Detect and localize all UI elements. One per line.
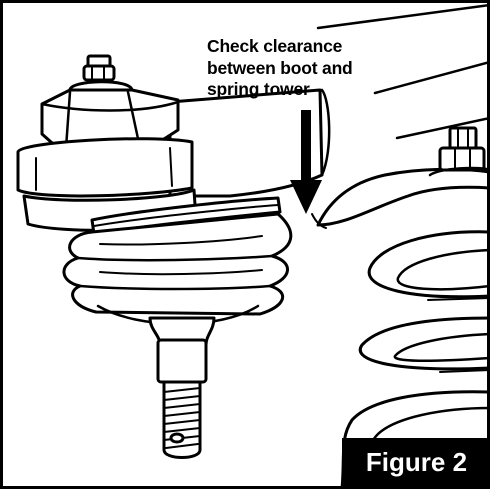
upper-control-arm (316, 3, 490, 140)
callout-arrow (290, 110, 322, 214)
callout-line-2: between boot and (207, 57, 353, 78)
callout-text: Check clearance between boot and spring … (207, 36, 407, 101)
dust-boot (62, 212, 293, 326)
ball-stud (148, 316, 216, 459)
stud-nut (40, 54, 180, 152)
figure-label: Figure 2 (342, 438, 487, 486)
tower-bolt (428, 126, 490, 177)
cotter-pin-hole (169, 432, 185, 444)
spring-tower (311, 126, 490, 229)
callout-line-3: spring tower (207, 79, 310, 99)
steering-knuckle-arm (168, 88, 331, 198)
callout-line-1: Check clearance (207, 36, 343, 56)
